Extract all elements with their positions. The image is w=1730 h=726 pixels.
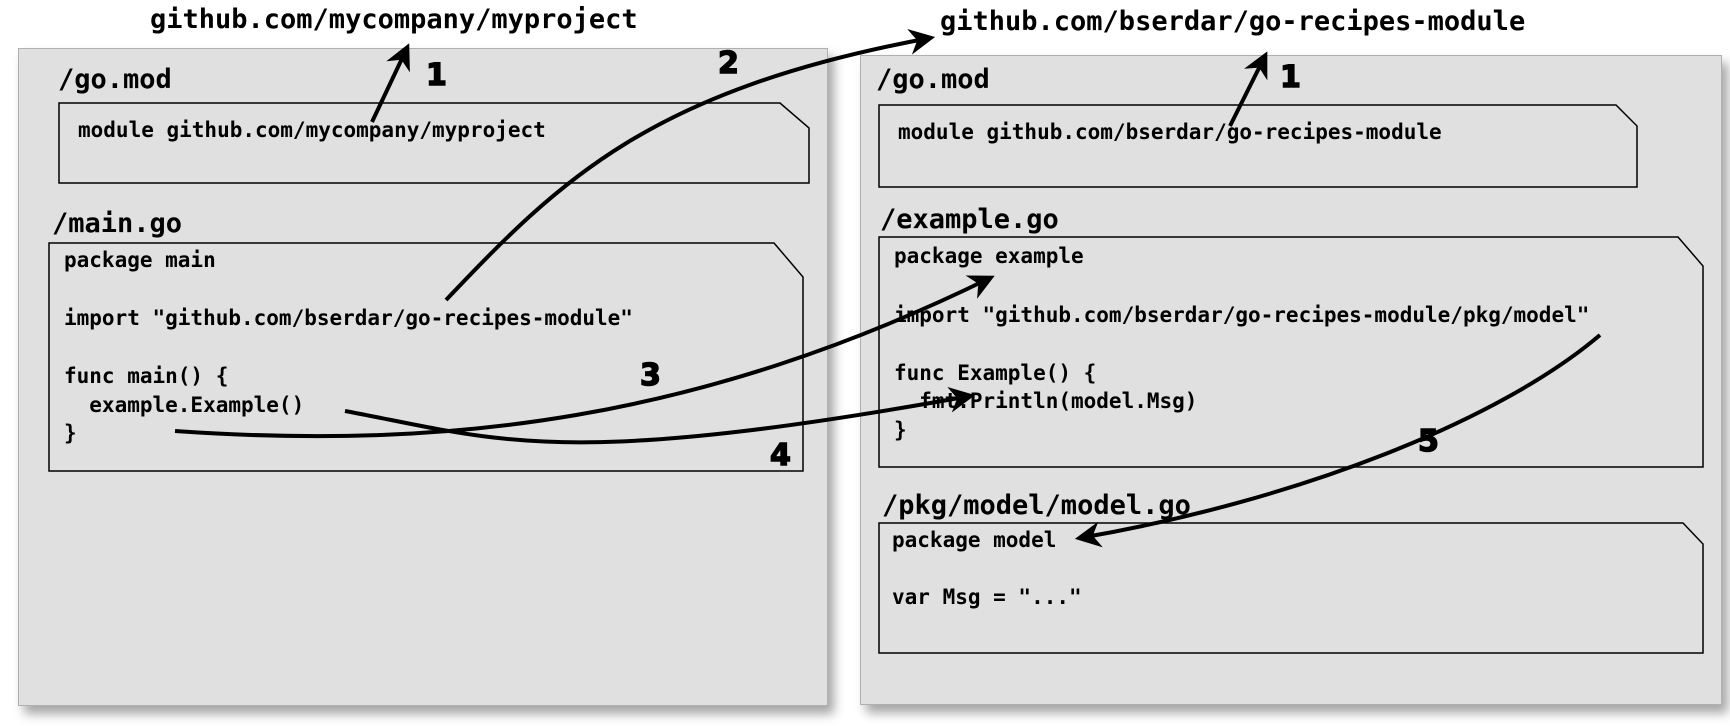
right-examplego-line-7: } [894, 418, 907, 442]
left-gomod-line-1: module github.com/mycompany/myproject [78, 118, 546, 142]
step-label-left-gomod: 1 [425, 57, 447, 94]
right-examplego-line-5: func Example() { [894, 361, 1097, 385]
left-gomod-label: /go.mod [58, 64, 172, 95]
left-maingo-line-6: example.Example() [64, 393, 305, 417]
step-label-model-import: 5 [1417, 423, 1439, 460]
right-gomod-line-1: module github.com/bserdar/go-recipes-mod… [898, 120, 1442, 144]
right-modelgo-line-1: package model [892, 528, 1057, 552]
left-maingo-line-3: import "github.com/bserdar/go-recipes-mo… [64, 306, 633, 330]
step-label-import-to-module: 2 [717, 45, 739, 82]
left-maingo-label: /main.go [52, 208, 183, 239]
left-gomod-box: module github.com/mycompany/myproject [58, 102, 810, 184]
left-maingo-line-1: package main [64, 248, 216, 272]
right-modelgo-label: /pkg/model/model.go [882, 490, 1191, 521]
right-examplego-box: package example import "github.com/bserd… [878, 236, 1704, 468]
right-examplego-line-1: package example [894, 244, 1084, 268]
right-project-url: github.com/bserdar/go-recipes-module [940, 6, 1526, 37]
right-examplego-line-3: import "github.com/bserdar/go-recipes-mo… [894, 303, 1590, 327]
right-examplego-label: /example.go [880, 204, 1059, 235]
right-examplego-line-6: fmt.Println(model.Msg) [894, 389, 1198, 413]
right-modelgo-line-3: var Msg = "..." [892, 585, 1082, 609]
step-label-call-to-function: 4 [769, 437, 791, 474]
left-maingo-line-5: func main() { [64, 364, 229, 388]
step-label-right-gomod: 1 [1279, 59, 1301, 96]
right-gomod-box: module github.com/bserdar/go-recipes-mod… [878, 104, 1638, 188]
left-maingo-box: package main import "github.com/bserdar/… [48, 242, 804, 472]
right-modelgo-box: package model var Msg = "..." [878, 522, 1704, 654]
left-maingo-line-7: } [64, 421, 77, 445]
left-project-url: github.com/mycompany/myproject [150, 4, 638, 35]
step-label-call-to-package: 3 [639, 357, 661, 394]
right-gomod-label: /go.mod [876, 64, 990, 95]
